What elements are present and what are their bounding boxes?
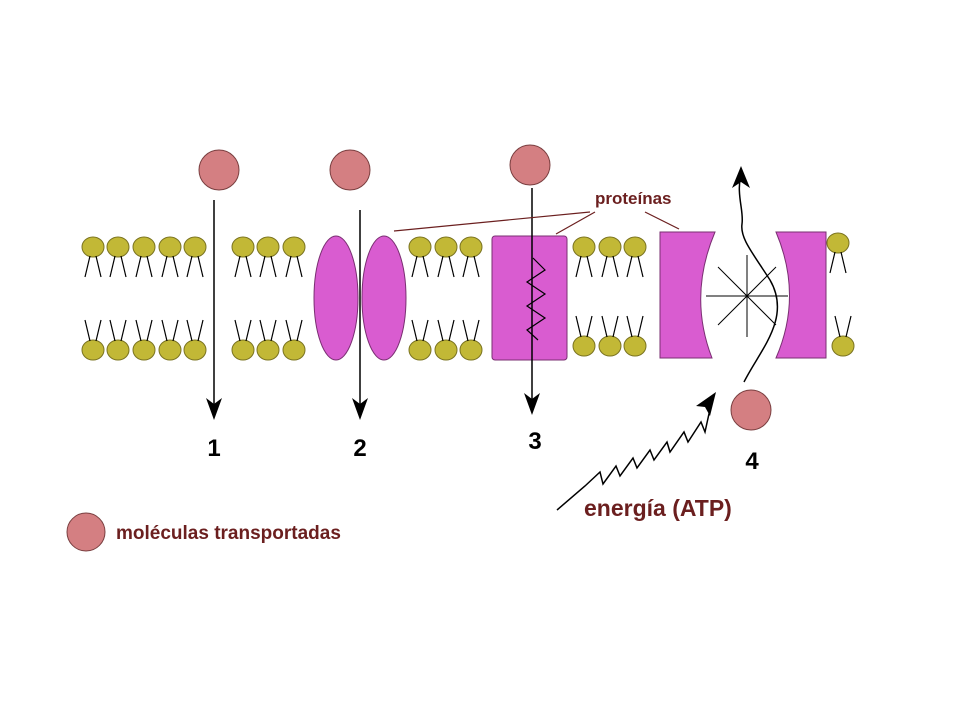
protein-label-lines	[393, 211, 680, 235]
pump-protein	[659, 231, 827, 359]
transported-molecules	[198, 144, 772, 431]
molecule-3	[509, 144, 551, 186]
mechanism-number-3: 3	[528, 428, 541, 455]
legend-molecule-icon	[66, 512, 106, 552]
energy-label: energía (ATP)	[584, 495, 732, 521]
protein-channel	[313, 235, 407, 361]
mechanism-number-4: 4	[745, 448, 759, 475]
energy-zigzag	[556, 399, 713, 511]
mechanism-number-1: 1	[207, 435, 220, 462]
molecule-2	[329, 149, 371, 191]
molecule-1	[198, 149, 240, 191]
proteins-label: proteínas	[595, 189, 672, 208]
mechanism-number-2: 2	[353, 435, 366, 462]
arrowhead-up-4	[732, 166, 750, 188]
pump-transport-path	[738, 171, 779, 383]
transport-arrows	[206, 188, 540, 420]
legend: moléculas transportadas	[66, 512, 341, 552]
legend-label: moléculas transportadas	[116, 523, 341, 544]
carrier-protein	[491, 235, 568, 361]
energy-arrowhead	[696, 392, 716, 416]
molecule-4	[730, 389, 772, 431]
star-symbol	[706, 255, 788, 337]
